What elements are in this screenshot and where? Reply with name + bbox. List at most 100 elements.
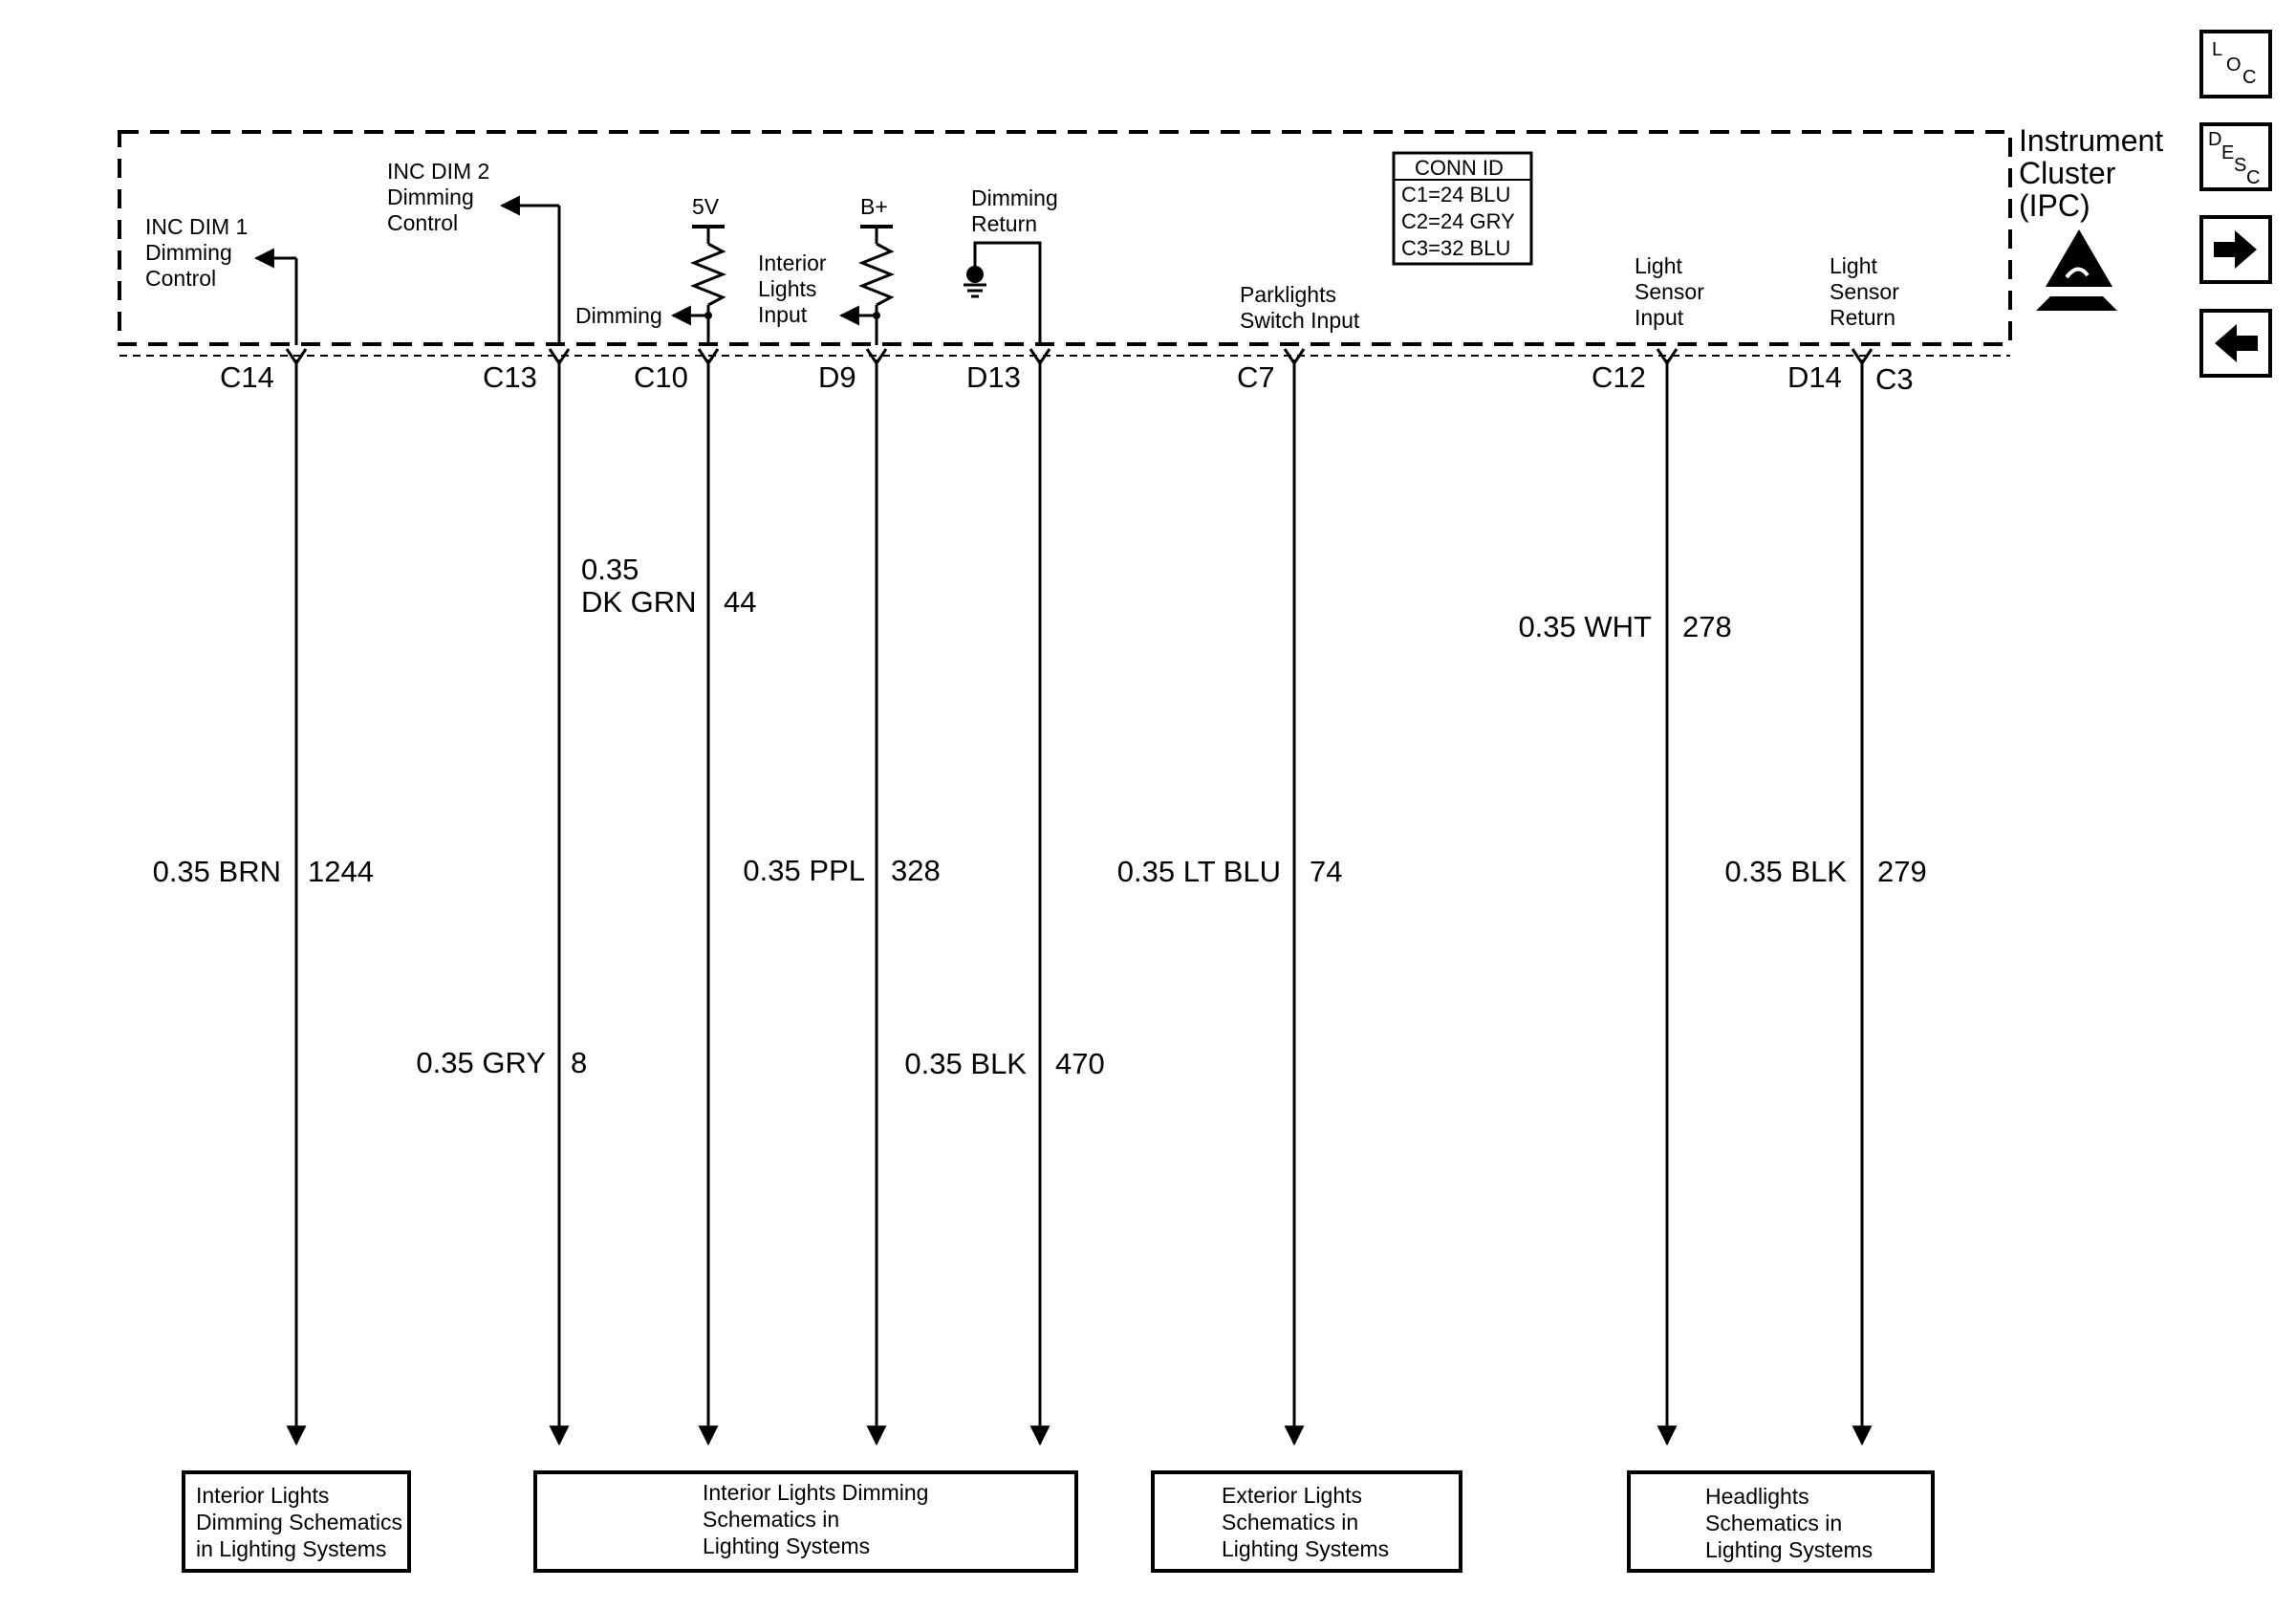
light-sensor-input-label: Input xyxy=(1635,305,1684,330)
dimming-return-label: Return xyxy=(971,211,1037,236)
component-name-line-2: Cluster xyxy=(2019,156,2116,190)
svg-text:Lighting Systems: Lighting Systems xyxy=(1705,1537,1873,1562)
internal-labels: INC DIM 1 Dimming Control INC DIM 2 Dimm… xyxy=(145,159,1899,333)
prev-page-button[interactable] xyxy=(2199,309,2272,378)
wire-size-color: 0.35 BRN xyxy=(153,855,281,888)
wire-size-color: 0.35 BLK xyxy=(1724,855,1847,888)
light-sensor-input-label: Sensor xyxy=(1635,279,1704,304)
internal-circuitry xyxy=(253,195,1042,345)
parklights-switch-label: Parklights xyxy=(1240,282,1336,307)
svg-text:Dimming Schematics: Dimming Schematics xyxy=(196,1510,402,1534)
wire-circuit-number: 8 xyxy=(571,1046,587,1079)
interior-lights-input-label: Input xyxy=(758,302,808,327)
wire-circuit-number: 74 xyxy=(1310,855,1342,888)
pin-labels: C14 C13 C10 D9 D13 C7 C12 D14 C3 xyxy=(220,360,1914,396)
loc-letter: L xyxy=(2212,39,2222,60)
interior-lights-junction-dot xyxy=(873,312,880,319)
svg-text:Exterior Lights: Exterior Lights xyxy=(1222,1483,1362,1508)
pin-chevron xyxy=(1851,348,1874,366)
wire-labels: 0.35 BRN 1244 0.35 GRY 8 0.35 DK GRN 44 … xyxy=(153,553,1927,1080)
five-volt-label: 5V xyxy=(692,194,720,219)
pin-label: C3 xyxy=(1875,362,1914,396)
desc-letter: D xyxy=(2208,129,2221,150)
light-sensor-return-label: Sensor xyxy=(1830,279,1899,304)
pin-chevron xyxy=(1656,348,1679,366)
dimming-return-ground-node xyxy=(966,266,984,283)
wire-size-color: 0.35 BLK xyxy=(904,1047,1027,1080)
loc-button[interactable]: L O C xyxy=(2199,30,2272,98)
interior-lights-input-label: Interior xyxy=(758,250,827,275)
pin-chevron xyxy=(697,348,720,366)
pin-label: C14 xyxy=(220,360,274,394)
wire-circuit-number: 278 xyxy=(1682,610,1732,643)
connector-id-row: C3=32 BLU xyxy=(1401,236,1510,260)
component-name-line-1: Instrument xyxy=(2019,123,2163,158)
wire-color: DK GRN xyxy=(581,585,697,619)
pin-label: D14 xyxy=(1787,360,1842,394)
wire-runs xyxy=(285,348,1874,1447)
pin-label: D9 xyxy=(818,360,856,394)
dimming-return-label: Dimming xyxy=(971,185,1058,210)
svg-text:Schematics in: Schematics in xyxy=(1705,1511,1842,1535)
wire-size: 0.35 xyxy=(581,553,639,586)
parklights-switch-label: Switch Input xyxy=(1240,308,1360,333)
interior-lights-input-label: Lights xyxy=(758,276,816,301)
wire-circuit-number: 279 xyxy=(1877,855,1927,888)
desc-letter: E xyxy=(2221,142,2234,163)
destination-box[interactable]: Headlights Schematics in Lighting System… xyxy=(1627,1470,1935,1573)
svg-text:in Lighting Systems: in Lighting Systems xyxy=(196,1536,386,1561)
dimming-output-label: Dimming xyxy=(575,303,662,328)
ipc-component-outline xyxy=(118,130,2012,357)
wire-size-color: 0.35 WHT xyxy=(1518,610,1652,643)
wire-circuit-number: 328 xyxy=(891,854,941,887)
loc-letter: O xyxy=(2226,54,2242,76)
pin-chevron xyxy=(285,348,308,366)
pin-label: C10 xyxy=(634,360,688,394)
inc-dim-2-label: INC DIM 2 xyxy=(387,159,489,184)
pin-chevron xyxy=(865,348,888,366)
next-page-button[interactable] xyxy=(2199,215,2272,284)
inc-dim-1-label: Dimming xyxy=(145,240,232,265)
inc-dim-1-label: Control xyxy=(145,266,216,291)
desc-letter: C xyxy=(2246,167,2260,188)
destination-box[interactable]: Interior Lights Dimming Schematics in Li… xyxy=(533,1470,1078,1573)
component-name-line-3: (IPC) xyxy=(2019,188,2090,223)
loc-letter: C xyxy=(2242,67,2256,88)
inc-dim-2-label: Dimming xyxy=(387,185,474,209)
b-plus-label: B+ xyxy=(860,194,888,219)
arrow-right-icon xyxy=(2214,230,2257,269)
wire-circuit-number: 44 xyxy=(724,585,756,619)
connector-id-table: CONN ID C1=24 BLU C2=24 GRY C3=32 BLU xyxy=(1392,151,1533,266)
wire-size-color: 0.35 GRY xyxy=(416,1046,546,1079)
connector-id-row: C1=24 BLU xyxy=(1401,183,1510,207)
light-sensor-input-label: Light xyxy=(1635,253,1682,278)
esd-warning-icon xyxy=(2036,229,2117,311)
svg-text:Schematics in: Schematics in xyxy=(703,1507,839,1532)
pin-chevron xyxy=(548,348,571,366)
light-sensor-return-label: Light xyxy=(1830,253,1877,278)
wire-size-color: 0.35 PPL xyxy=(743,854,865,887)
connector-id-title: CONN ID xyxy=(1415,156,1504,180)
svg-text:Lighting Systems: Lighting Systems xyxy=(1222,1536,1389,1561)
wire-circuit-number: 1244 xyxy=(308,855,374,888)
destination-box[interactable]: Interior Lights Dimming Schematics in Li… xyxy=(182,1470,411,1573)
svg-text:Interior Lights: Interior Lights xyxy=(196,1483,329,1508)
pin-label: D13 xyxy=(966,360,1021,394)
pin-chevron xyxy=(1029,348,1051,366)
destination-box[interactable]: Exterior Lights Schematics in Lighting S… xyxy=(1151,1470,1462,1573)
arrow-left-icon xyxy=(2215,324,2258,362)
inc-dim-2-label: Control xyxy=(387,210,458,235)
pin-label: C13 xyxy=(483,360,537,394)
pin-label: C7 xyxy=(1237,360,1275,394)
desc-letter: S xyxy=(2234,155,2246,176)
connector-id-row: C2=24 GRY xyxy=(1401,209,1515,233)
wire-circuit-number: 470 xyxy=(1055,1047,1105,1080)
svg-text:Headlights: Headlights xyxy=(1705,1484,1809,1509)
pin-chevron xyxy=(1283,348,1306,366)
wire-size-color: 0.35 LT BLU xyxy=(1117,855,1281,888)
desc-button[interactable]: D E S C xyxy=(2199,122,2272,191)
inc-dim-1-label: INC DIM 1 xyxy=(145,214,248,239)
pin-label: C12 xyxy=(1592,360,1646,394)
svg-text:Lighting Systems: Lighting Systems xyxy=(703,1534,870,1558)
